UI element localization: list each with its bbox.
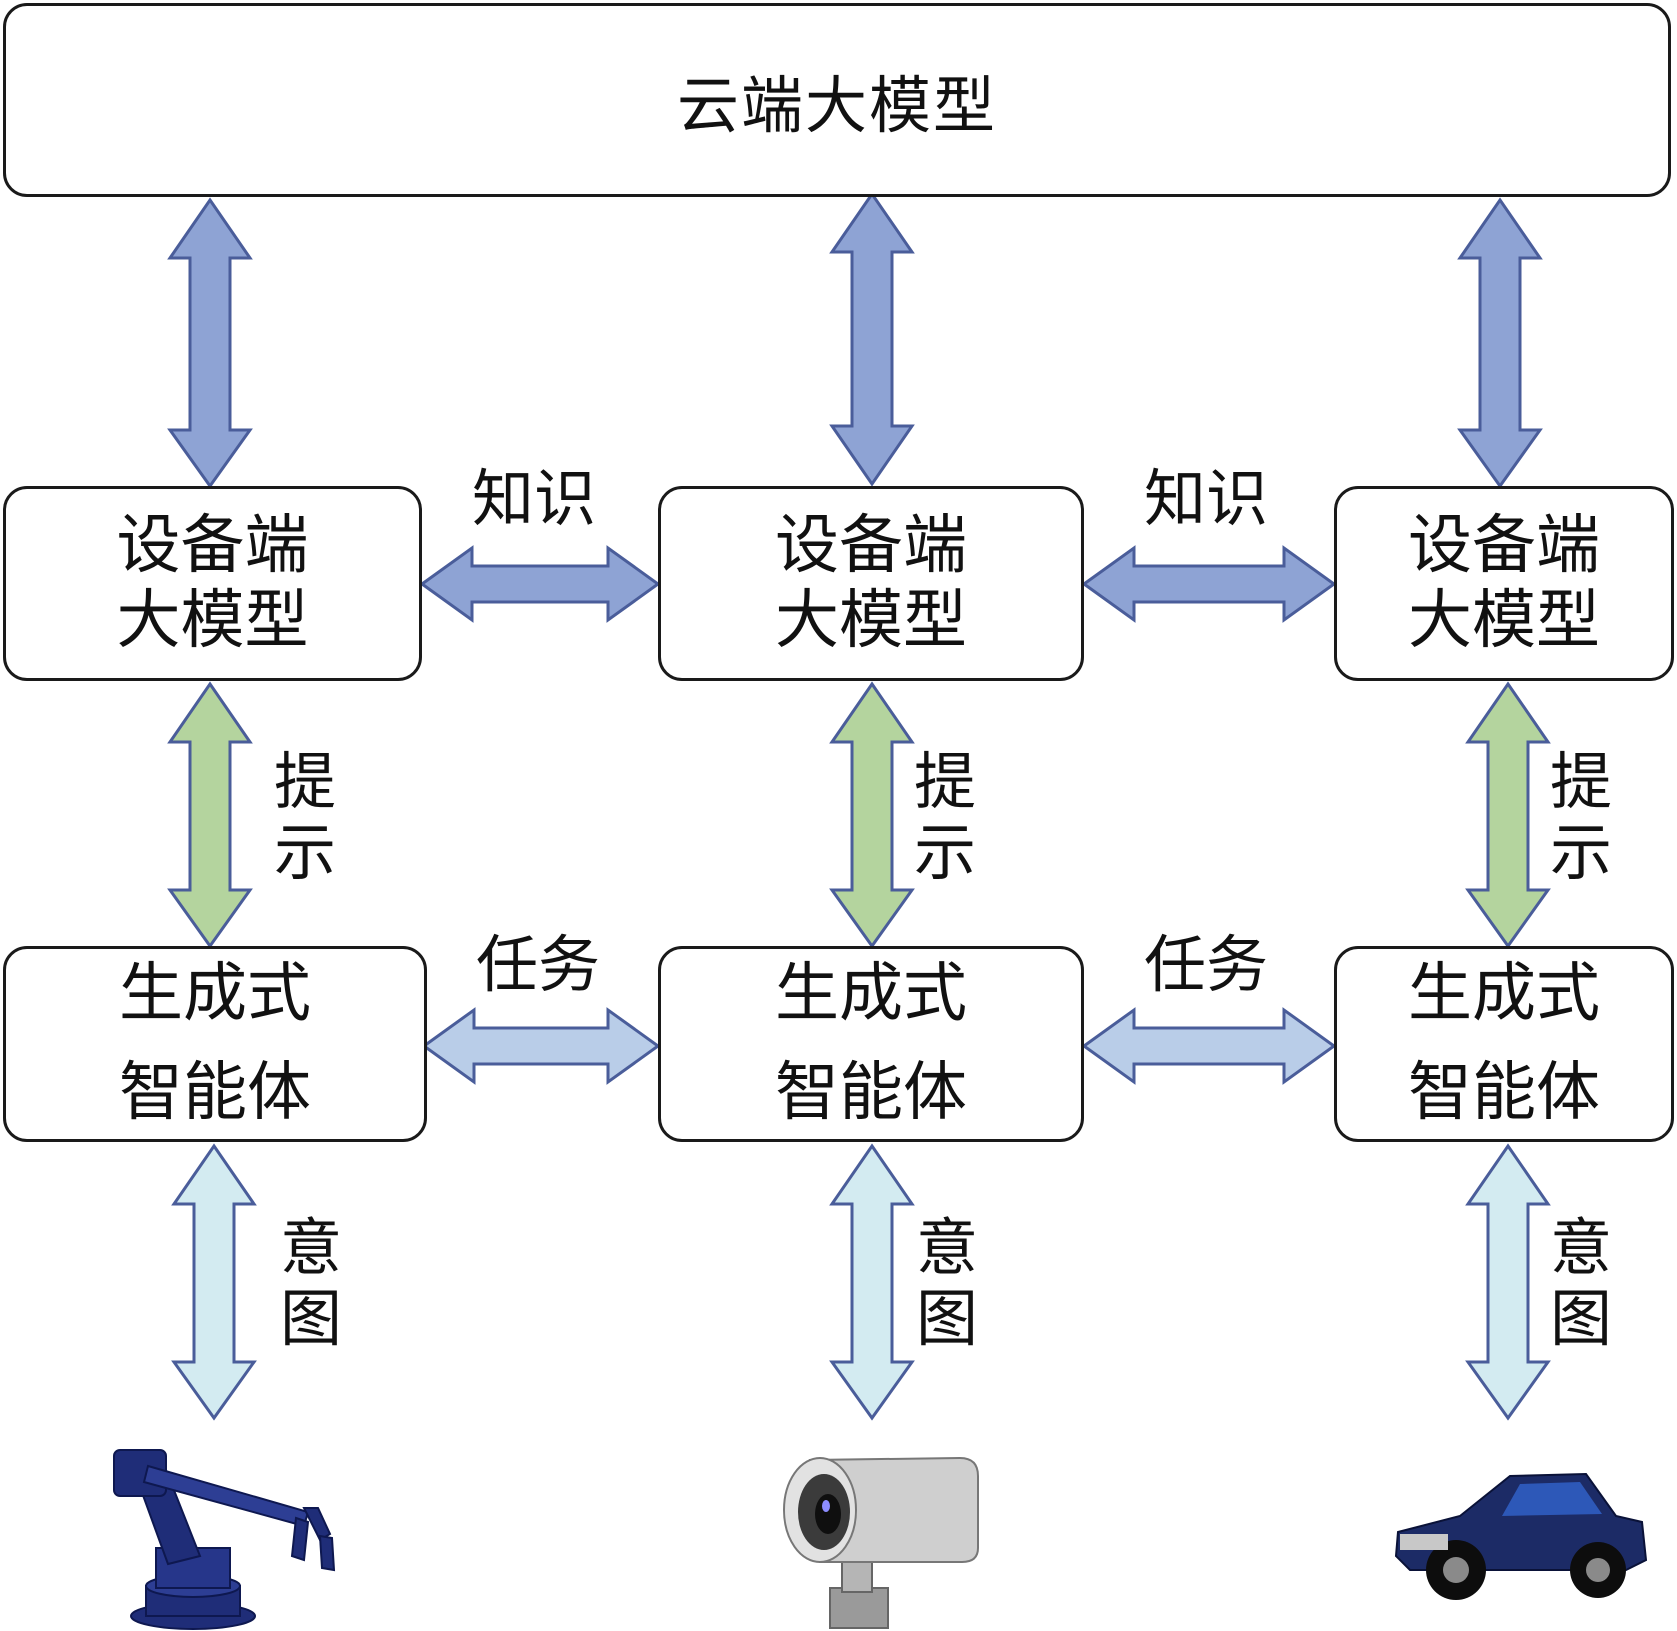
cloud-model-box: 云端大模型 bbox=[3, 3, 1671, 197]
intent-arrow-center bbox=[829, 1143, 915, 1421]
intent-label-center: 意 图 bbox=[912, 1212, 982, 1355]
device-model-line1: 设备端 bbox=[775, 509, 967, 584]
task-arrow-right bbox=[1081, 1007, 1337, 1085]
agent-line2: 智能体 bbox=[119, 1056, 311, 1130]
intent-char2: 图 bbox=[915, 1282, 978, 1356]
knowledge-label-left: 知识 bbox=[472, 462, 597, 535]
intent-char2: 图 bbox=[279, 1282, 342, 1356]
prompt-char1: 提 bbox=[913, 745, 976, 818]
task-label-left: 任务 bbox=[476, 928, 601, 1001]
agent-box-center: 生成式 智能体 bbox=[658, 946, 1084, 1142]
prompt-arrow-center bbox=[829, 681, 915, 949]
intent-char1: 意 bbox=[915, 1211, 978, 1284]
device-model-line2: 大模型 bbox=[775, 583, 967, 658]
cloud-model-label: 云端大模型 bbox=[676, 69, 997, 142]
agent-line1: 生成式 bbox=[1408, 956, 1600, 1031]
car-icon bbox=[1394, 1472, 1648, 1600]
intent-arrow-right bbox=[1465, 1143, 1551, 1421]
device-model-line1: 设备端 bbox=[1408, 509, 1600, 584]
prompt-arrow-right bbox=[1465, 681, 1551, 949]
device-model-line2: 大模型 bbox=[116, 583, 309, 658]
knowledge-arrow-right bbox=[1081, 545, 1337, 623]
security-camera-icon bbox=[783, 1456, 979, 1629]
cloud-arrow-center bbox=[829, 191, 915, 487]
intent-char2: 图 bbox=[1549, 1282, 1612, 1356]
robot-arm-icon bbox=[113, 1449, 336, 1630]
prompt-char1: 提 bbox=[1549, 745, 1612, 818]
device-model-box-center: 设备端 大模型 bbox=[658, 486, 1084, 681]
intent-char1: 意 bbox=[279, 1211, 342, 1284]
intent-label-left: 意 图 bbox=[276, 1212, 346, 1355]
prompt-label-center: 提 示 bbox=[910, 746, 980, 889]
intent-label-right: 意 图 bbox=[1546, 1212, 1616, 1355]
prompt-char2: 示 bbox=[913, 816, 976, 890]
task-label-right: 任务 bbox=[1144, 928, 1269, 1001]
prompt-label-left: 提 示 bbox=[270, 746, 340, 889]
prompt-arrow-left bbox=[167, 681, 253, 949]
cloud-arrow-left bbox=[167, 197, 253, 489]
device-model-line1: 设备端 bbox=[116, 509, 309, 584]
intent-arrow-left bbox=[171, 1143, 257, 1421]
agent-box-left: 生成式 智能体 bbox=[3, 946, 427, 1142]
cloud-arrows bbox=[167, 191, 1543, 489]
task-arrow-left bbox=[421, 1007, 661, 1085]
device-model-box-left: 设备端 大模型 bbox=[3, 486, 422, 681]
prompt-arrows bbox=[167, 681, 1551, 949]
device-model-line2: 大模型 bbox=[1408, 583, 1600, 658]
prompt-char2: 示 bbox=[1549, 816, 1612, 890]
agent-line1: 生成式 bbox=[119, 956, 311, 1031]
prompt-char1: 提 bbox=[273, 745, 336, 818]
prompt-label-right: 提 示 bbox=[1546, 746, 1616, 889]
intent-char1: 意 bbox=[1549, 1211, 1612, 1284]
agent-line2: 智能体 bbox=[775, 1056, 967, 1130]
device-model-box-right: 设备端 大模型 bbox=[1334, 486, 1674, 681]
knowledge-arrow-left bbox=[419, 545, 661, 623]
prompt-char2: 示 bbox=[273, 816, 336, 890]
agent-line1: 生成式 bbox=[775, 956, 967, 1031]
intent-arrows bbox=[171, 1143, 1551, 1421]
agent-line2: 智能体 bbox=[1408, 1056, 1600, 1130]
knowledge-arrows bbox=[419, 545, 1337, 623]
knowledge-label-right: 知识 bbox=[1144, 462, 1269, 535]
cloud-arrow-right bbox=[1457, 197, 1543, 489]
agent-box-right: 生成式 智能体 bbox=[1334, 946, 1674, 1142]
